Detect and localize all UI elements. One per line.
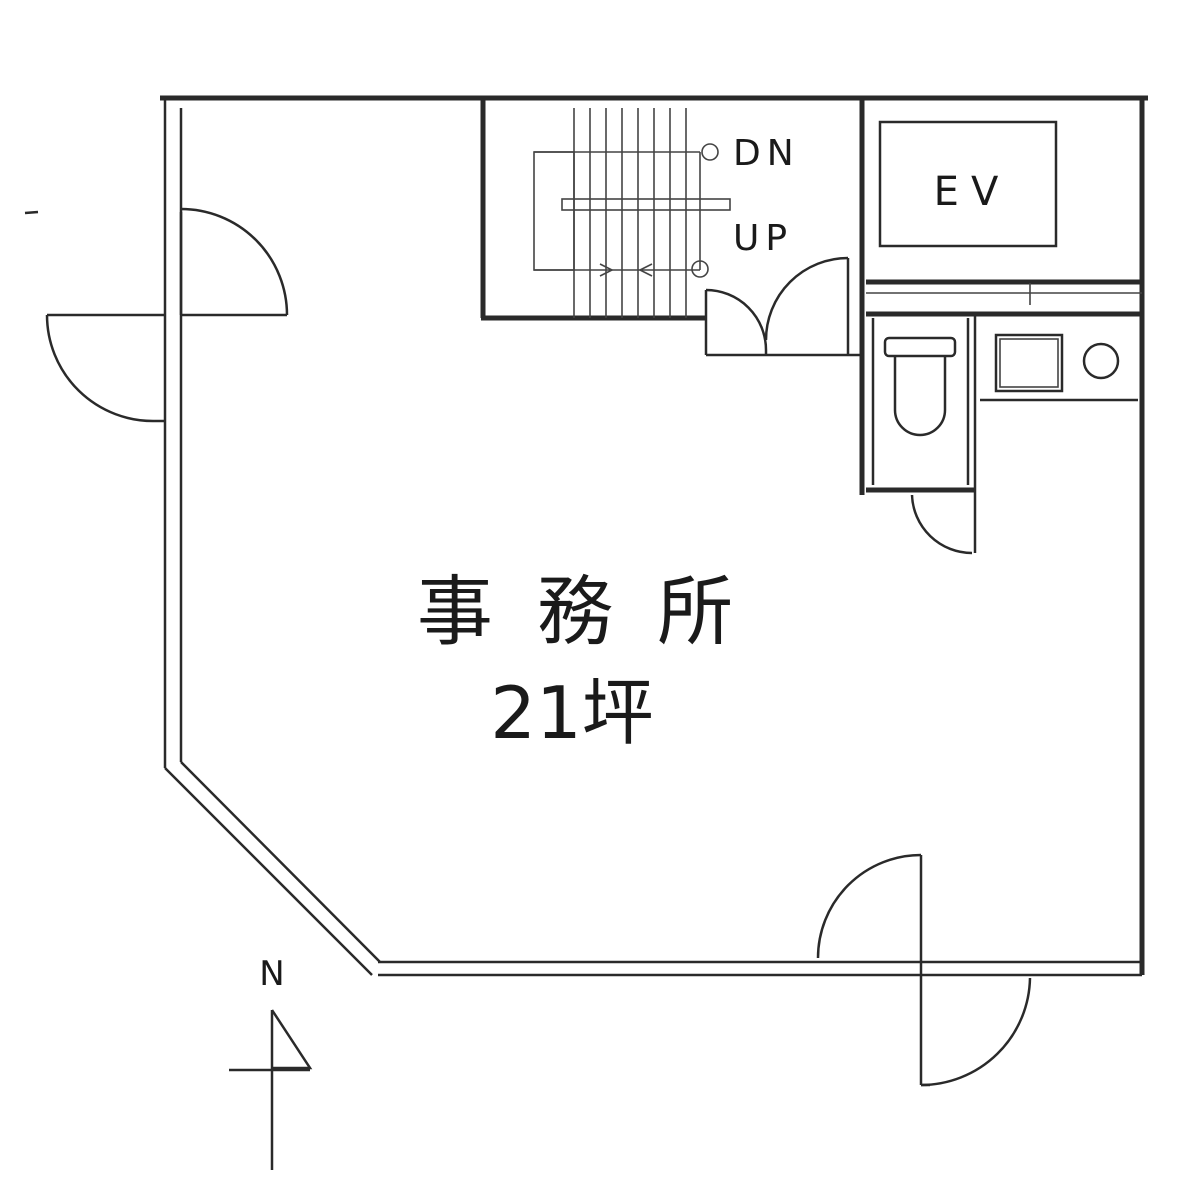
- stair-door: [704, 256, 862, 357]
- west-doors: [45, 207, 289, 423]
- toilet-room: [866, 314, 977, 555]
- stair-enclosure: [480, 98, 865, 495]
- stair-up-marker: [691, 260, 709, 278]
- stove: [1082, 342, 1120, 380]
- stair-treads: [573, 108, 687, 318]
- room-name-label: 事 務 所: [417, 567, 743, 656]
- elevator-label: EV: [934, 169, 1011, 215]
- north-arrow: N: [229, 954, 313, 1170]
- scan-mark: [24, 210, 39, 215]
- toilet-door: [910, 494, 973, 555]
- stair-down-marker: [701, 143, 719, 161]
- sink: [994, 333, 1064, 393]
- north-label: N: [259, 954, 284, 994]
- stair-direction-arrows: [599, 152, 701, 277]
- toilet-fixture: [883, 336, 957, 437]
- stair-up-label: UP: [733, 218, 793, 259]
- utility-corridor: [866, 283, 1142, 317]
- entrance-door: [816, 853, 1032, 1087]
- stair-down-label: DN: [733, 133, 800, 174]
- room-area-label: 21坪: [490, 671, 654, 755]
- elevator: [866, 120, 1142, 285]
- kitchenette: [980, 333, 1138, 402]
